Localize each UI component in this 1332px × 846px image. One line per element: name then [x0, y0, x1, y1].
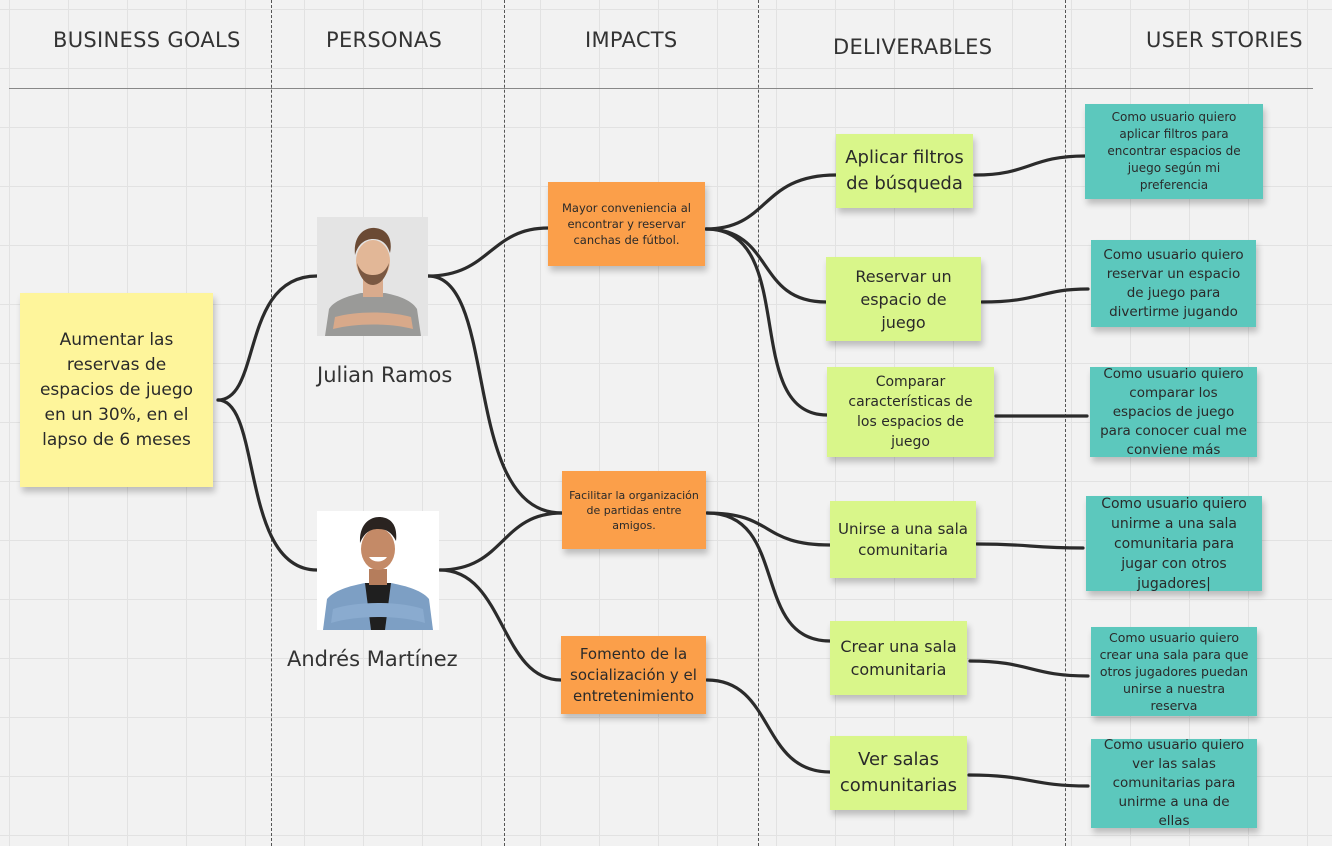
user-story-note-1[interactable]: Como usuario quiero aplicar filtros para…	[1085, 104, 1263, 199]
connector-deliv4-story4	[975, 542, 1085, 550]
persona-name-julian: Julian Ramos	[317, 363, 453, 387]
connector-impact1-deliv3	[704, 227, 829, 417]
connector-deliv1-story1	[973, 154, 1087, 177]
connector-persona1-impact2	[426, 274, 564, 515]
impact-note-2[interactable]: Facilitar la organización de partidas en…	[562, 471, 706, 549]
user-story-note-3[interactable]: Como usuario quiero comparar los espacio…	[1090, 366, 1257, 458]
persona-photo-andres	[317, 511, 439, 630]
connector-persona1-impact1	[426, 226, 550, 278]
deliverable-note-1[interactable]: Aplicar filtros de búsqueda	[836, 134, 973, 208]
connector-impact3-deliv6	[705, 678, 832, 774]
connector-impact2-deliv4	[705, 511, 832, 547]
person-photo-icon	[317, 217, 428, 336]
deliverable-note-5[interactable]: Crear una sala comunitaria	[830, 621, 967, 695]
connector-deliv6-story6	[967, 773, 1090, 788]
user-story-note-6[interactable]: Como usuario quiero ver las salas comuni…	[1091, 737, 1257, 829]
connector-deliv2-story2	[980, 287, 1090, 304]
user-story-note-4[interactable]: Como usuario quiero unirme a una sala co…	[1086, 496, 1262, 592]
header-impacts: IMPACTS	[585, 28, 678, 52]
connector-goal-persona-2	[216, 398, 319, 572]
header-personas: PERSONAS	[326, 28, 443, 52]
connector-persona2-impact2	[438, 511, 564, 572]
impact-note-3[interactable]: Fomento de la socialización y el entrete…	[561, 636, 706, 714]
person-photo-icon	[317, 511, 439, 630]
deliverable-note-4[interactable]: Unirse a una sala comunitaria	[830, 501, 976, 578]
deliverable-note-3[interactable]: Comparar características de los espacios…	[827, 367, 994, 457]
header-divider	[9, 88, 1313, 89]
column-divider	[504, 0, 505, 846]
connector-impact2-deliv5	[705, 511, 832, 643]
user-story-note-2[interactable]: Como usuario quiero reservar un espacio …	[1091, 240, 1256, 327]
column-divider	[1065, 0, 1066, 846]
header-deliverables: DELIVERABLES	[833, 35, 993, 59]
connector-impact1-deliv2	[704, 227, 828, 304]
column-divider	[271, 0, 272, 846]
business-goal-note[interactable]: Aumentar las reservas de espacios de jue…	[20, 293, 213, 487]
connector-impact1-deliv1	[704, 173, 838, 231]
deliverable-note-6[interactable]: Ver salas comunitarias	[830, 736, 967, 810]
connector-goal-persona-1	[216, 274, 319, 402]
column-divider	[758, 0, 759, 846]
impact-note-1[interactable]: Mayor conveniencia al encontrar y reserv…	[548, 182, 705, 266]
header-business-goals: BUSINESS GOALS	[53, 28, 241, 52]
deliverable-note-2[interactable]: Reservar un espacio de juego	[826, 257, 981, 341]
persona-photo-julian	[317, 217, 428, 336]
persona-name-andres: Andrés Martínez	[287, 647, 458, 671]
connector-persona2-impact3	[438, 568, 563, 682]
header-user-stories: USER STORIES	[1146, 28, 1303, 52]
connector-deliv5-story5	[968, 659, 1090, 678]
user-story-note-5[interactable]: Como usuario quiero crear una sala para …	[1091, 627, 1257, 716]
